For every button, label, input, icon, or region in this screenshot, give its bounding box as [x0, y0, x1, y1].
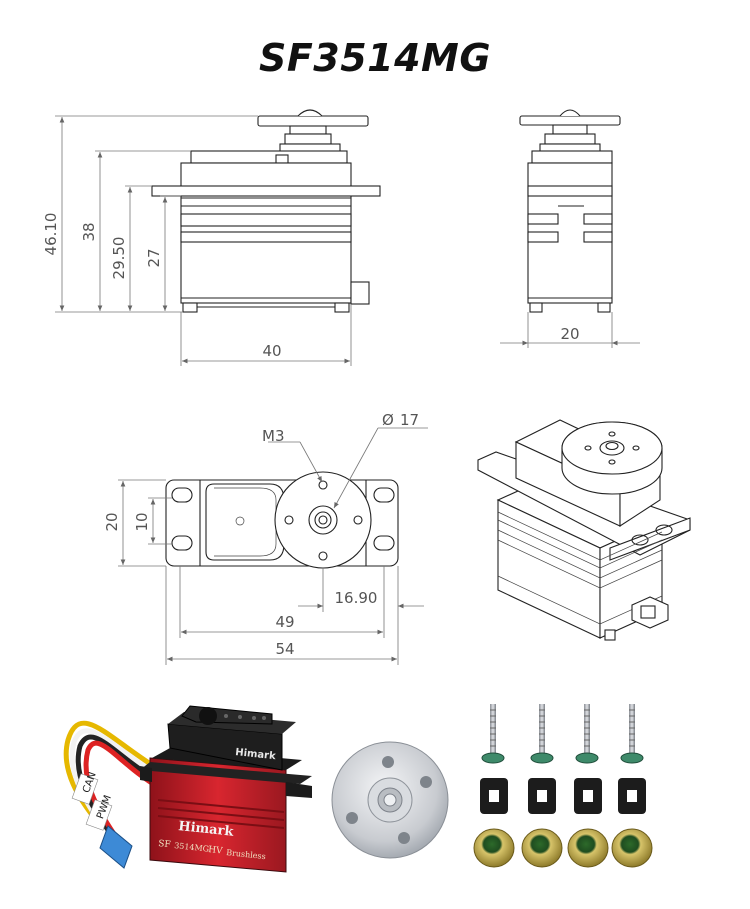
grommet-2 — [528, 778, 556, 814]
grommet-3 — [574, 778, 602, 814]
grommet-1 — [480, 778, 508, 814]
dim-offset-1690: 16.90 — [335, 589, 378, 607]
label-m3: M3 — [262, 427, 285, 445]
motor-label: Brushless — [226, 848, 266, 861]
screw-4 — [620, 704, 644, 764]
grommet-4 — [618, 778, 646, 814]
page-title: SF3514MG — [258, 36, 492, 80]
grommets-row — [480, 778, 646, 814]
screw-3 — [575, 704, 599, 764]
isometric-view — [477, 419, 691, 641]
dim-height-20: 20 — [103, 512, 121, 531]
dim-span-49: 49 — [275, 613, 294, 631]
servo-horn-photo — [331, 741, 449, 859]
servo-product-photo: CAN PWM Himark Himark SF 3514MG HV Brush… — [63, 705, 312, 873]
dim-height-2950: 29.50 — [110, 237, 128, 280]
top-view: M3 Ø 17 20 10 16.90 49 54 — [103, 411, 428, 665]
dim-height-27: 27 — [145, 248, 163, 267]
voltage-label: HV — [208, 845, 224, 856]
label-diameter-17: 17 — [400, 411, 419, 429]
front-view: 46.10 38 29.50 27 40 — [42, 109, 381, 366]
eyelet-3 — [567, 828, 609, 868]
dim-height-38: 38 — [80, 222, 98, 241]
dim-height-total: 46.10 — [42, 213, 60, 256]
model-label: 3514MG — [174, 841, 210, 854]
dim-length-54: 54 — [275, 640, 294, 658]
model-prefix: SF — [158, 839, 171, 850]
screw-2 — [530, 704, 554, 764]
brand-label-front: Himark — [178, 819, 236, 840]
screws-row — [481, 704, 644, 764]
dim-width-40: 40 — [262, 342, 281, 360]
eyelets-row — [473, 828, 653, 868]
label-diameter-symbol: Ø — [382, 411, 394, 429]
brand-label-top: Himark — [235, 747, 277, 762]
dim-width-20: 20 — [560, 325, 579, 343]
eyelet-1 — [473, 828, 515, 868]
eyelet-2 — [521, 828, 563, 868]
dim-height-10: 10 — [133, 512, 151, 531]
screw-1 — [481, 704, 505, 764]
side-view: 20 — [500, 109, 640, 348]
eyelet-4 — [611, 828, 653, 868]
